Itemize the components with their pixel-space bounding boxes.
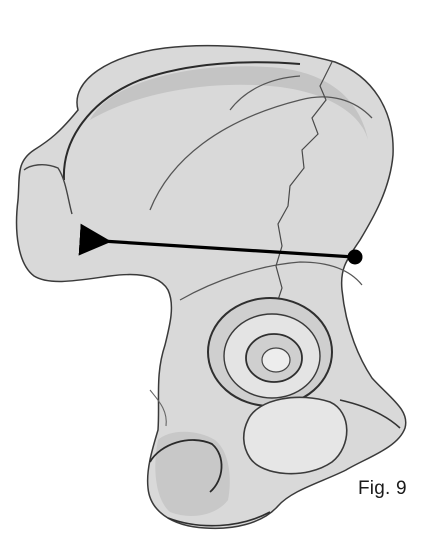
arrow-origin-dot bbox=[348, 250, 363, 265]
acetabulum-center bbox=[262, 348, 290, 372]
obturator-foramen bbox=[244, 397, 347, 473]
ischium-shadow bbox=[155, 432, 229, 516]
figure-label: Fig. 9 bbox=[358, 478, 407, 500]
